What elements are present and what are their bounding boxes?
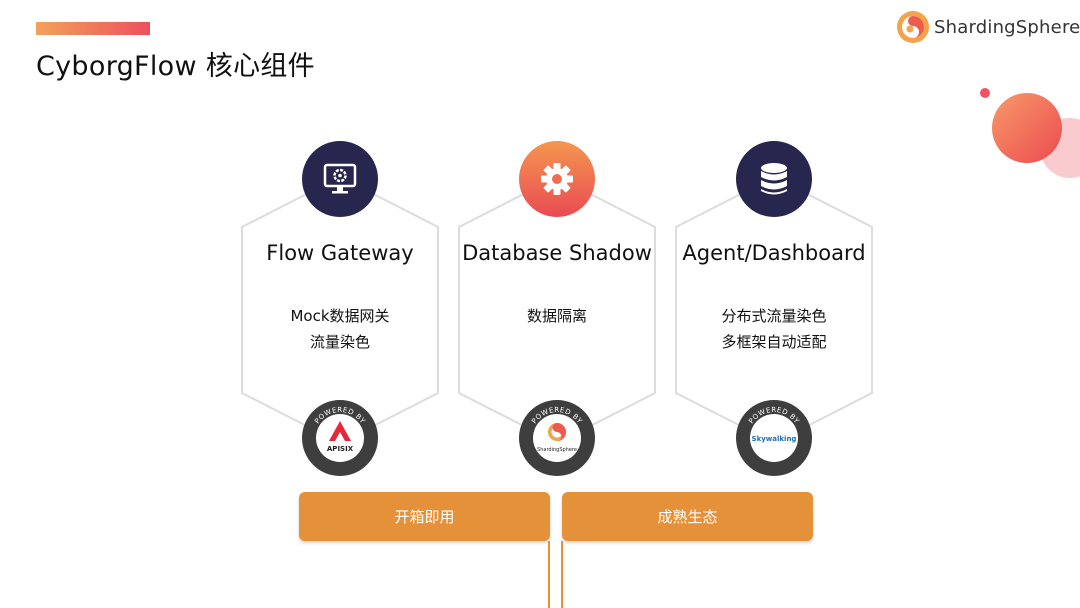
pill-out-of-box: 开箱即用 xyxy=(299,492,550,541)
brand-name: ShardingSphere xyxy=(934,16,1080,38)
card-title: Flow Gateway xyxy=(266,241,414,265)
decorative-dot xyxy=(980,88,990,98)
title-accent-bar xyxy=(36,22,150,35)
badge-bottom-text: APACHE xyxy=(756,448,791,462)
card-desc-line: 分布式流量染色 xyxy=(721,307,827,325)
decorative-circle xyxy=(992,93,1062,163)
powered-by-skywalking-badge: POWERED BY APACHE Skywalking xyxy=(736,400,812,476)
svg-text:APACHE: APACHE xyxy=(756,448,792,462)
component-card-database-shadow: Database Shadow 数据隔离 POWERED BY APACHE S… xyxy=(457,141,657,476)
connector-line xyxy=(561,541,563,608)
svg-text:APACHE: APACHE xyxy=(539,448,575,462)
card-desc-line: 流量染色 xyxy=(309,333,370,351)
card-description: 数据隔离 xyxy=(457,303,657,329)
card-description: Mock数据网关 流量染色 xyxy=(240,303,440,355)
badge-logo-text: ShardingSphere xyxy=(537,447,577,453)
badge-logo-text: Skywalking xyxy=(752,435,797,443)
connector-line xyxy=(548,541,550,608)
svg-text:APACHE: APACHE xyxy=(322,448,358,462)
monitor-gear-icon xyxy=(302,141,378,217)
badge-bottom-text: APACHE xyxy=(539,448,574,462)
pill-mature-ecosystem: 成熟生态 xyxy=(562,492,813,541)
card-desc-line: Mock数据网关 xyxy=(290,307,390,325)
powered-by-shardingsphere-badge: POWERED BY APACHE ShardingSphere xyxy=(519,400,595,476)
gear-icon xyxy=(519,141,595,217)
database-icon xyxy=(736,141,812,217)
card-title: Agent/Dashboard xyxy=(682,241,866,265)
badge-logo-text: APISIX xyxy=(327,445,354,453)
badge-bottom-text: APACHE xyxy=(322,448,357,462)
card-description: 分布式流量染色 多框架自动适配 xyxy=(674,303,874,355)
component-card-flow-gateway: Flow Gateway Mock数据网关 流量染色 POWERED BY AP… xyxy=(240,141,440,476)
card-title: Database Shadow xyxy=(462,241,652,265)
card-desc-line: 数据隔离 xyxy=(526,307,587,325)
slide-title: CyborgFlow 核心组件 xyxy=(36,51,315,82)
powered-by-apisix-badge: POWERED BY APACHE APISIX xyxy=(302,400,378,476)
card-desc-line: 多框架自动适配 xyxy=(721,333,827,351)
brand: ShardingSphere xyxy=(896,10,1080,44)
shardingsphere-logo-icon xyxy=(897,11,929,43)
component-card-agent-dashboard: Agent/Dashboard 分布式流量染色 多框架自动适配 POWERED … xyxy=(674,141,874,476)
apisix-logo-icon xyxy=(329,421,351,441)
